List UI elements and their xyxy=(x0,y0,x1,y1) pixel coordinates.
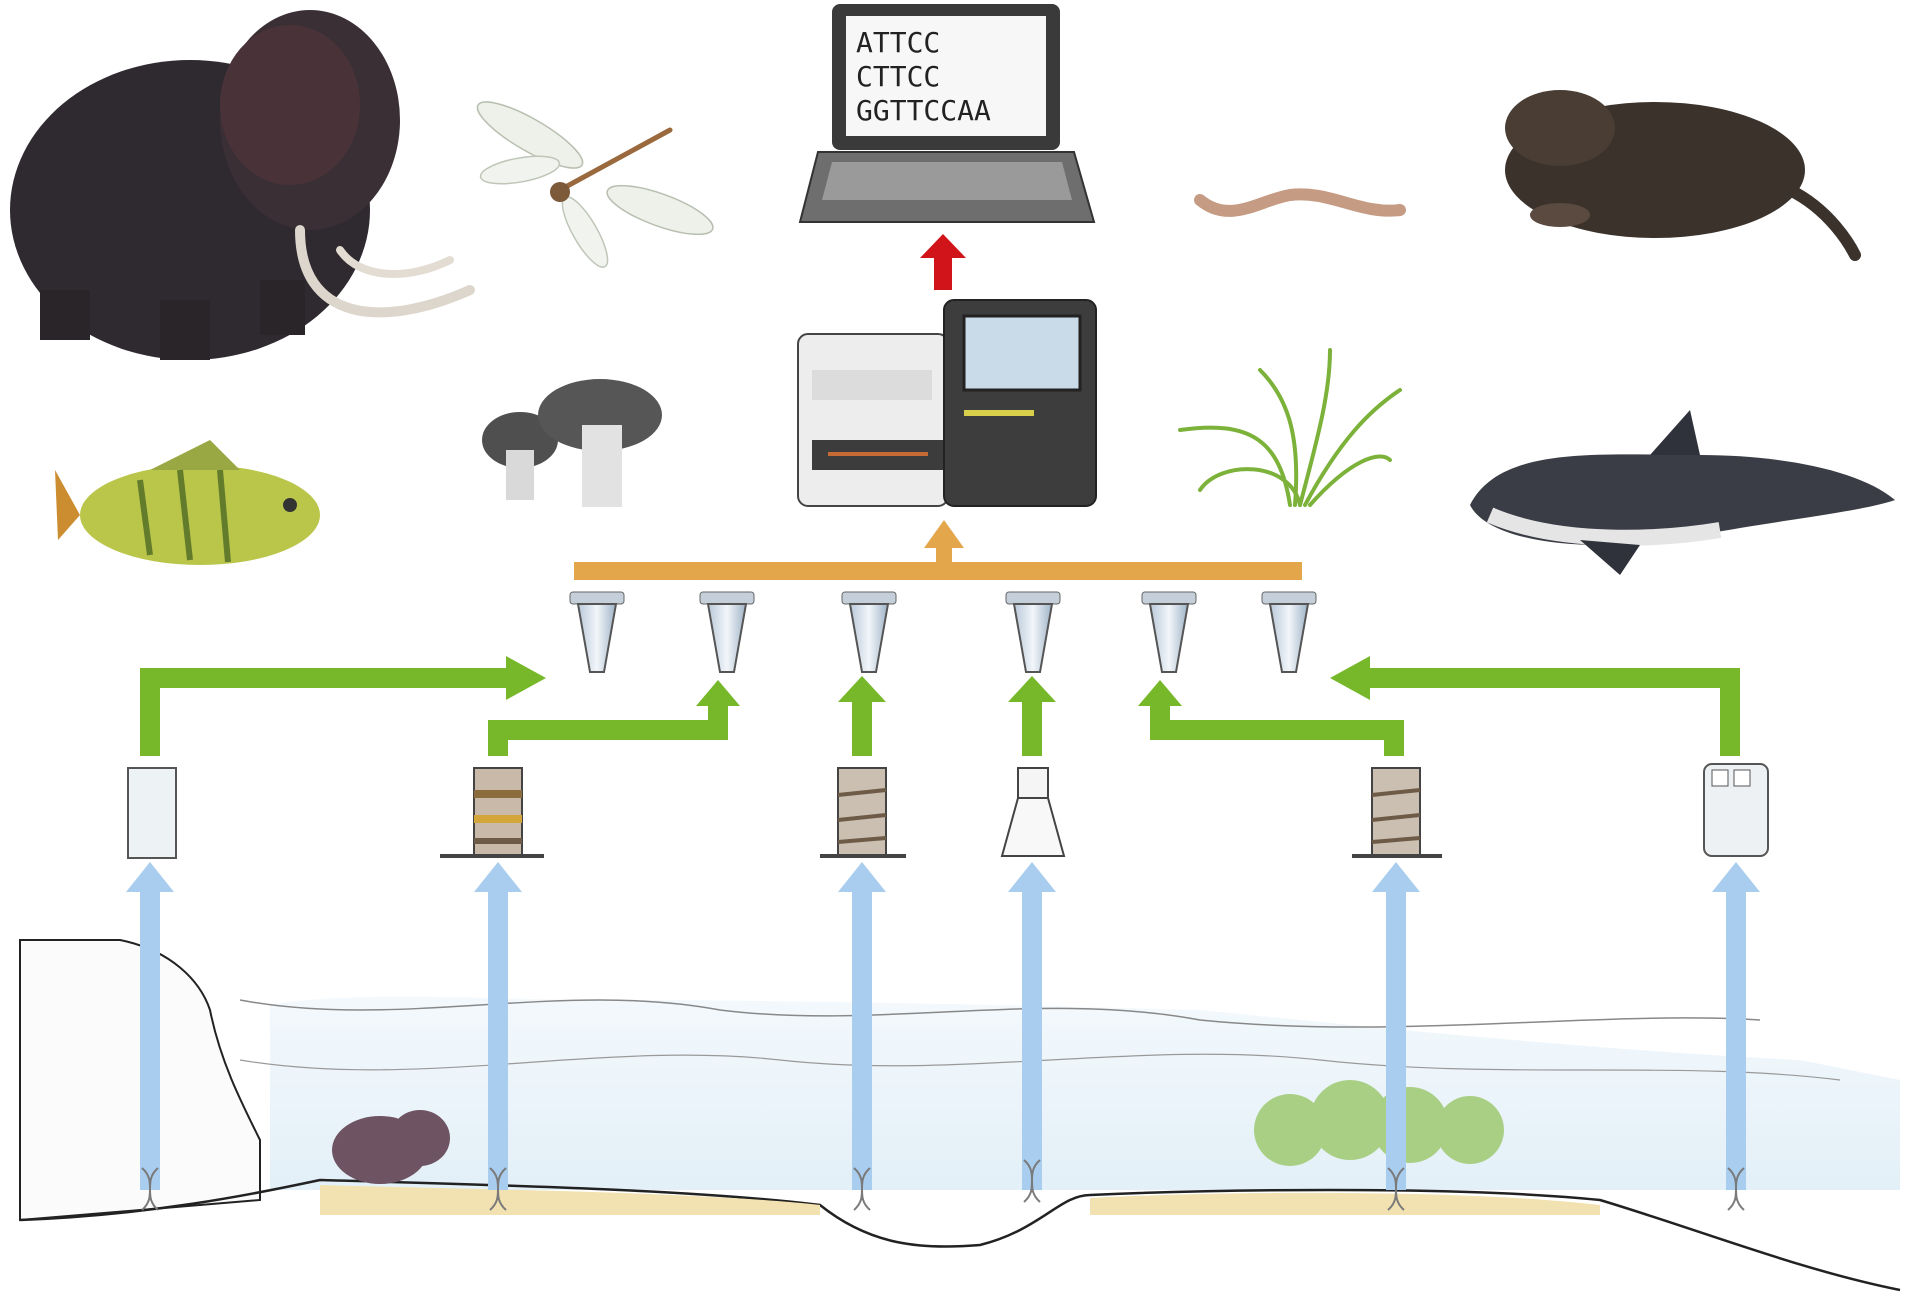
sample-tubes xyxy=(569,591,1317,673)
tube-1 xyxy=(569,591,625,673)
result-arrow xyxy=(920,234,966,290)
landscape xyxy=(19,939,1901,1292)
pooling-bar xyxy=(574,520,1302,580)
sequence-line-1: ATTCC xyxy=(856,26,940,59)
grass-icon xyxy=(1178,348,1402,507)
tube-4 xyxy=(1005,591,1061,673)
trees xyxy=(1254,1080,1504,1166)
worm-icon xyxy=(1194,188,1406,217)
soil-core-icon xyxy=(1352,767,1442,858)
soil-core-icon xyxy=(820,767,906,858)
tube-6 xyxy=(1261,591,1317,673)
ground-surface xyxy=(19,1178,1901,1292)
hills-lines xyxy=(239,999,1761,1028)
laptop: ATTCC CTTCC GGTTCCAA xyxy=(798,4,1096,223)
mole-icon xyxy=(1505,90,1861,261)
laptop-keyboard xyxy=(822,162,1072,200)
tube-5 xyxy=(1141,591,1197,673)
mammoth-icon xyxy=(10,10,475,360)
ice-core-icon xyxy=(127,767,177,859)
sediment-core-icon xyxy=(440,767,544,858)
sequence-line-3: GGTTCCAA xyxy=(856,94,991,127)
laptop-screen xyxy=(846,16,1046,136)
sequencer-machine xyxy=(797,299,1097,507)
sampling-arrows xyxy=(126,862,1760,1190)
dragonfly-icon xyxy=(476,101,714,268)
tube-2 xyxy=(699,591,755,673)
tube-3 xyxy=(841,591,897,673)
extraction-arrows xyxy=(140,656,1740,756)
dna-markers xyxy=(141,1159,1745,1211)
porpoise-icon xyxy=(1470,410,1895,575)
sea-area xyxy=(270,996,1900,1190)
sequencer-display xyxy=(962,314,1082,392)
landscape-mammoths xyxy=(332,1110,450,1184)
bottle-icon xyxy=(1703,763,1769,857)
fish-icon xyxy=(55,440,320,565)
sequence-line-2: CTTCC xyxy=(856,60,940,93)
mushroom-icon xyxy=(482,379,662,507)
flask-icon xyxy=(1000,767,1066,857)
